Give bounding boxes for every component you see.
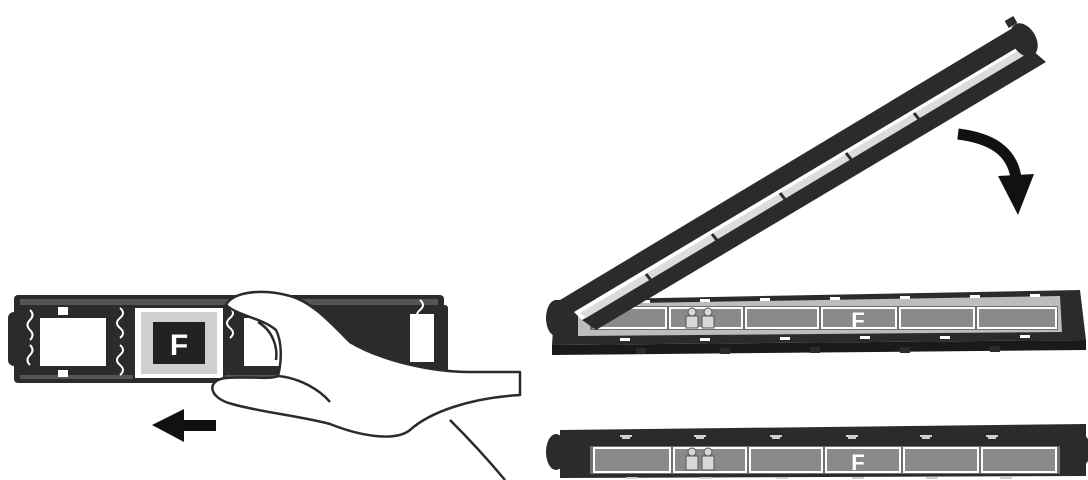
slide-frame: F [117,307,233,379]
film-holder-lid [560,16,1046,330]
film-strip-letter: F [851,450,864,475]
slide-letter: F [170,329,188,362]
slide-slot-empty [410,314,434,362]
film-holder-closed: F [546,424,1088,478]
slide-direction-arrow-icon [152,409,216,442]
film-letter: F [851,308,864,333]
close-lid-arrow-icon [958,134,1034,215]
